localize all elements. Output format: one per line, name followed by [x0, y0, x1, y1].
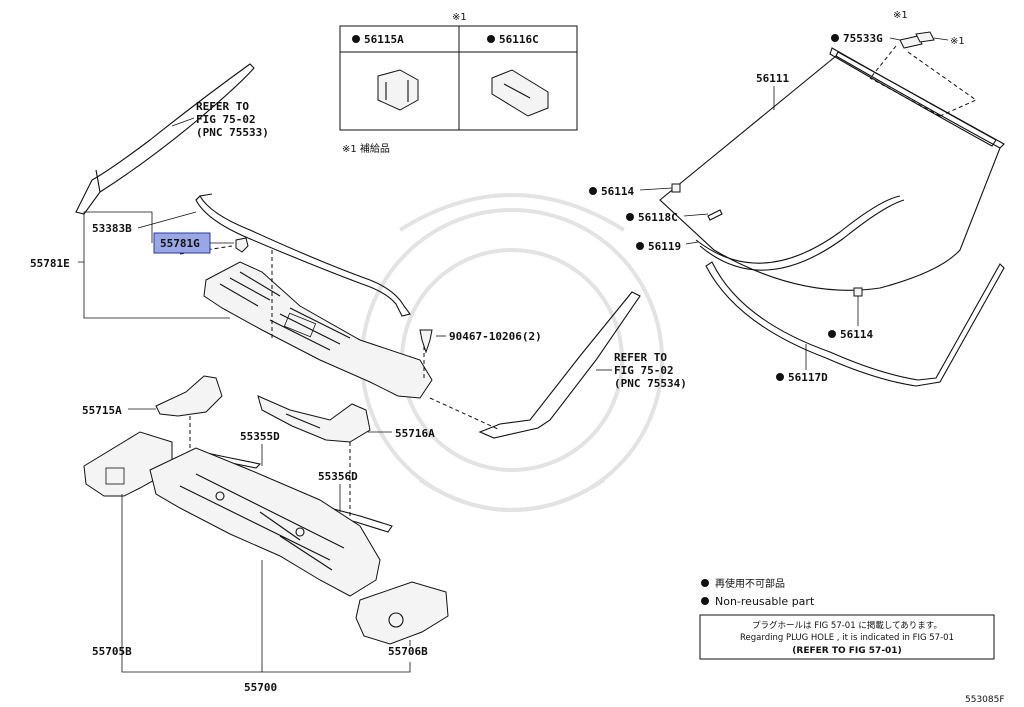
refer-right-1: REFER TO: [614, 351, 667, 364]
label-55781E[interactable]: 55781E: [30, 257, 70, 270]
legend-jp: 再使用不可部品: [715, 577, 785, 590]
cowl-seal-strip: [195, 193, 411, 317]
label-55700[interactable]: 55700: [244, 681, 277, 694]
bracket-55716A: [257, 395, 371, 443]
mark-note-2: ※1: [950, 36, 965, 47]
pillar-trim-left: [75, 63, 255, 215]
inset-box: ※1 56115A 56116C ※1 補給品: [339, 12, 578, 155]
legend-dot-1: [701, 579, 709, 587]
side-panel-55705B: [83, 431, 173, 497]
inset-note-mark: ※1: [452, 12, 467, 23]
dam-56119: [695, 195, 905, 271]
stopper-56114-bottom: [853, 287, 863, 297]
label-56111[interactable]: 56111: [756, 72, 789, 85]
label-55706B[interactable]: 55706B: [388, 645, 428, 658]
label-75533G[interactable]: 75533G: [843, 32, 883, 45]
refer-right-3: (PNC 75534): [614, 377, 687, 390]
stopper-56114-top: [671, 183, 681, 193]
clip-55781G: [235, 237, 249, 253]
cowl-panel-55700: [149, 447, 381, 597]
pillar-trim-right: [478, 291, 641, 439]
refer-right-2: FIG 75-02: [614, 364, 674, 377]
label-56114-top[interactable]: 56114: [601, 185, 634, 198]
label-90467[interactable]: 90467-10206(2): [449, 330, 542, 343]
legend-dot-2: [701, 597, 709, 605]
clip-56115A-drawing: [377, 69, 419, 111]
figure-code: 553085F: [965, 695, 1005, 705]
label-55781G[interactable]: 55781G: [160, 237, 200, 250]
refer-left-2: FIG 75-02: [196, 113, 256, 126]
cowl-top-vent-panel: [203, 261, 433, 399]
mark-note-1: ※1: [893, 10, 908, 21]
spacer-56118C: [707, 209, 723, 221]
label-56119[interactable]: 56119: [648, 240, 681, 253]
moulding-75533G: [829, 47, 997, 147]
watermark-emblem: [360, 193, 664, 512]
bracket-55715A: [155, 375, 223, 417]
clip-90467: [419, 329, 433, 354]
notice-en: Regarding PLUG HOLE , it is indicated in…: [740, 633, 954, 643]
label-55356D[interactable]: 55356D: [318, 470, 358, 483]
side-panel-55706B: [355, 581, 449, 645]
label-55355D[interactable]: 55355D: [240, 430, 280, 443]
notice-jp: プラグホールは FIG 57-01 に掲載してあります。: [752, 620, 942, 631]
label-56118C[interactable]: 56118C: [638, 211, 678, 224]
label-55716A[interactable]: 55716A: [395, 427, 435, 440]
inset-note: ※1 補給品: [342, 142, 390, 155]
inset-part-b[interactable]: 56116C: [499, 33, 539, 46]
clip-top-75533G: [899, 31, 935, 49]
label-56114-bottom[interactable]: 56114: [840, 328, 873, 341]
inset-part-a[interactable]: 56115A: [364, 33, 404, 46]
moulding-56117D: [705, 261, 1005, 387]
notice-ref: (REFER TO FIG 57-01): [792, 646, 901, 656]
refer-left-1: REFER TO: [196, 100, 249, 113]
label-55705B[interactable]: 55705B: [92, 645, 132, 658]
legend-en: Non-reusable part: [715, 595, 815, 608]
notice-box: [699, 614, 995, 660]
label-56117D[interactable]: 56117D: [788, 371, 828, 384]
refer-left-3: (PNC 75533): [196, 126, 269, 139]
label-55715A[interactable]: 55715A: [82, 404, 122, 417]
label-53383B[interactable]: 53383B: [92, 222, 132, 235]
